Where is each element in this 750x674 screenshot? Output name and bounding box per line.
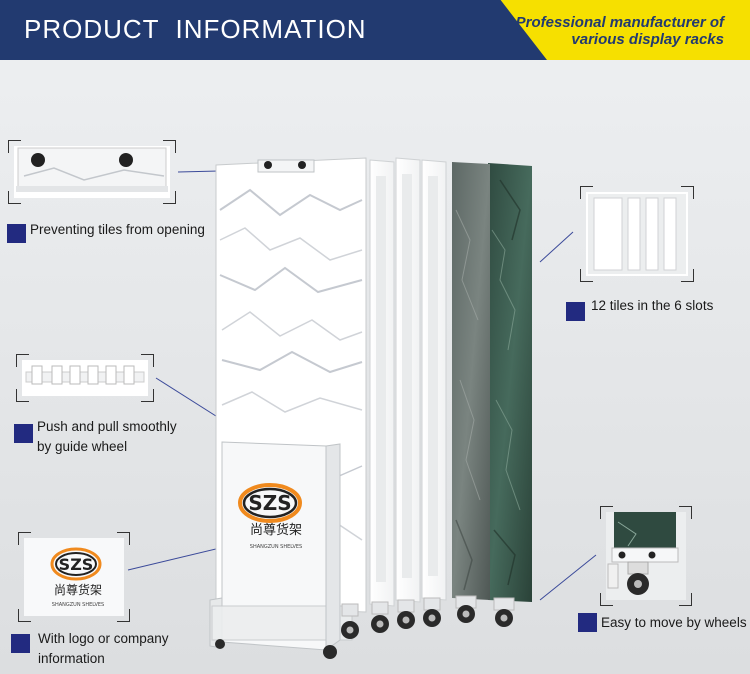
wheel	[341, 603, 359, 639]
wheel	[397, 599, 415, 629]
tagline-banner	[500, 0, 750, 60]
wheel	[493, 597, 515, 627]
bullet-square	[578, 613, 597, 632]
bullet-square	[11, 634, 30, 653]
base-logo-english: SHANGZUN SHELVES	[250, 544, 302, 550]
slots-detail-thumbnail	[580, 186, 694, 282]
feature-label-wheels: Easy to move by wheels	[601, 615, 747, 630]
tile-panel-grey	[452, 162, 490, 600]
wheel	[371, 601, 389, 633]
feature-label-logo-line2: information	[38, 651, 105, 666]
tagline-line-1: Professional manufacturer of	[515, 14, 724, 31]
tagline-line-2: various display racks	[571, 31, 724, 48]
tile-panel-white-2	[369, 159, 395, 607]
callout-line-slots	[539, 231, 574, 263]
thumb-logo-chinese: 尚尊货架	[54, 582, 102, 597]
tagline: Professional manufacturer of various dis…	[504, 14, 724, 48]
base-logo-mark: SZS	[248, 491, 291, 515]
thumb-logo-english: SHANGZUN SHELVES	[52, 602, 104, 608]
wheel	[455, 595, 477, 623]
feature-label-guide-line2: by guide wheel	[37, 439, 128, 454]
lock-detail-thumbnail	[8, 140, 176, 204]
logo-detail-thumbnail: SZS 尚尊货架 SHANGZUN SHELVES	[18, 532, 130, 622]
feature-label-logo: With logo or company information	[38, 629, 169, 669]
bullet-square	[7, 224, 26, 243]
guide-wheel-thumbnail	[16, 354, 154, 402]
bullet-square	[566, 302, 585, 321]
thumb-logo-mark: SZS	[59, 555, 94, 574]
feature-label-guide-line1: Push and pull smoothly	[37, 419, 177, 434]
tile-panel-white-3	[395, 157, 421, 603]
bullet-square	[14, 424, 33, 443]
tile-panel-white-4	[421, 159, 447, 601]
wheel	[423, 597, 441, 627]
callout-line-wheels	[539, 554, 597, 601]
feature-label-slots: 12 tiles in the 6 slots	[591, 298, 714, 313]
base-logo	[238, 483, 302, 523]
feature-label-guide: Push and pull smoothly by guide wheel	[37, 417, 177, 457]
feature-label-lock: Preventing tiles from opening	[30, 222, 205, 237]
wheel-detail-thumbnail	[600, 506, 692, 606]
base-logo-chinese: 尚尊货架	[250, 522, 302, 538]
page-title: PRODUCT INFORMATION	[24, 14, 367, 44]
tile-panel-green	[488, 163, 532, 602]
wheel	[215, 639, 337, 659]
feature-label-logo-line1: With logo or company	[38, 631, 169, 646]
